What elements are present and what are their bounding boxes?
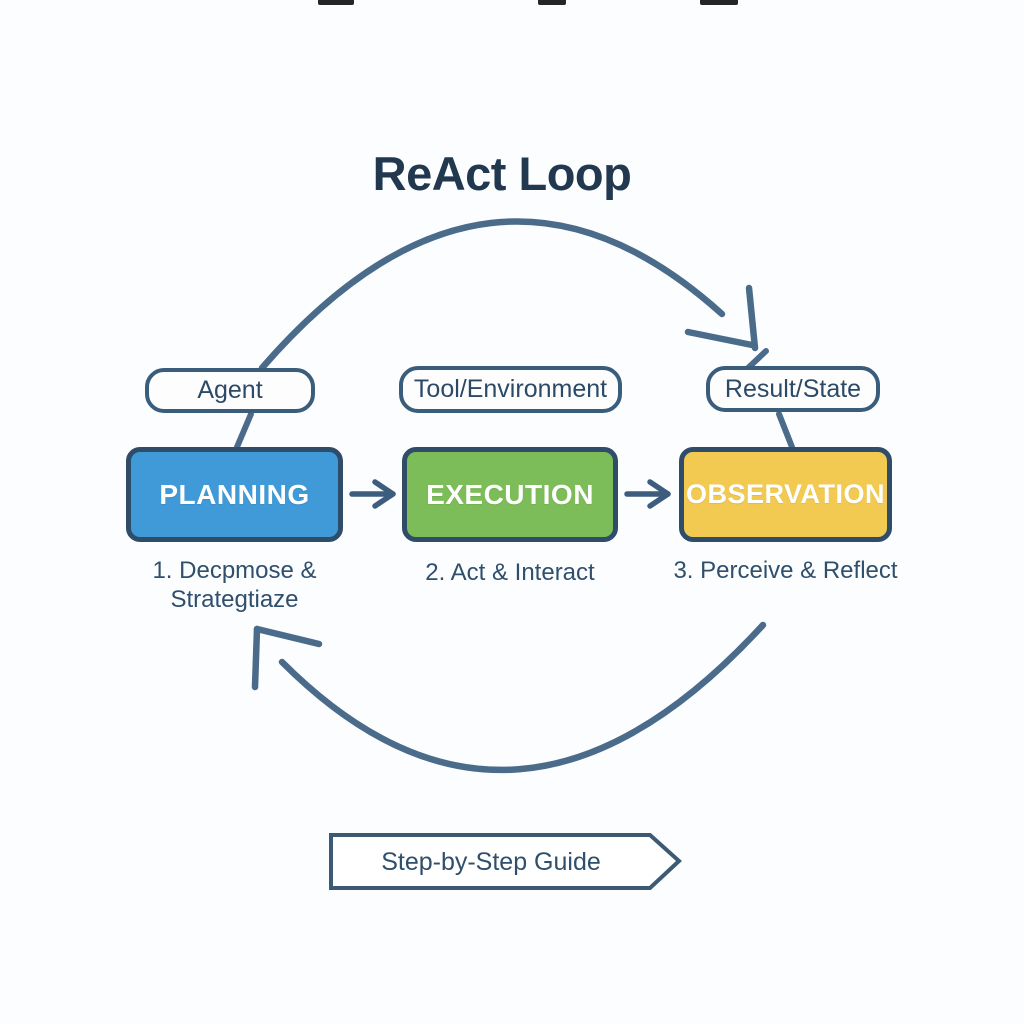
execution-to-observation-arrow bbox=[647, 479, 671, 497]
top-arrowhead-icon bbox=[684, 328, 756, 349]
observation-stage-box: OBSERVATION bbox=[679, 447, 892, 542]
bottom-arrowhead-icon bbox=[253, 625, 323, 648]
agent-pill-label: Agent bbox=[197, 376, 263, 404]
result-to-observation-connector bbox=[776, 411, 795, 450]
planning-to-execution-arrow bbox=[372, 479, 396, 497]
top-edge-artifact bbox=[318, 0, 354, 5]
tool-environment-pill: Tool/Environment bbox=[399, 366, 622, 413]
planning-stage-box: PLANNING bbox=[126, 447, 343, 542]
execution-description: 2. Act & Interact bbox=[425, 559, 595, 586]
top-edge-artifact bbox=[538, 0, 566, 5]
execution-stage-label: EXECUTION bbox=[426, 478, 594, 510]
bottom-loop-arc bbox=[278, 621, 767, 774]
tool-environment-pill-label: Tool/Environment bbox=[413, 375, 608, 403]
execution-stage-box: EXECUTION bbox=[402, 447, 618, 542]
planning-description: 1. Decpmose & Strategtiaze bbox=[152, 557, 317, 614]
top-loop-arc bbox=[258, 218, 726, 372]
execution-to-observation-arrow bbox=[647, 491, 671, 509]
top-arrowhead-icon bbox=[745, 284, 759, 352]
result-pill-connector bbox=[745, 348, 769, 371]
observation-description: 3. Perceive & Reflect bbox=[673, 557, 898, 584]
result-state-pill-label: Result/State bbox=[724, 374, 862, 403]
step-banner-shape bbox=[329, 833, 682, 890]
result-state-pill: Result/State bbox=[706, 366, 880, 412]
agent-pill: Agent bbox=[145, 368, 315, 413]
observation-stage-label: OBSERVATION bbox=[685, 479, 886, 509]
bottom-arrowhead-icon bbox=[251, 625, 261, 691]
page-title: ReAct Loop bbox=[372, 147, 632, 200]
step-banner-label: Step-by-Step Guide bbox=[381, 847, 601, 876]
planning-stage-label: PLANNING bbox=[159, 478, 310, 510]
planning-to-execution-arrow bbox=[372, 491, 396, 509]
agent-to-planning-connector bbox=[234, 411, 254, 450]
top-edge-artifact bbox=[700, 0, 738, 5]
